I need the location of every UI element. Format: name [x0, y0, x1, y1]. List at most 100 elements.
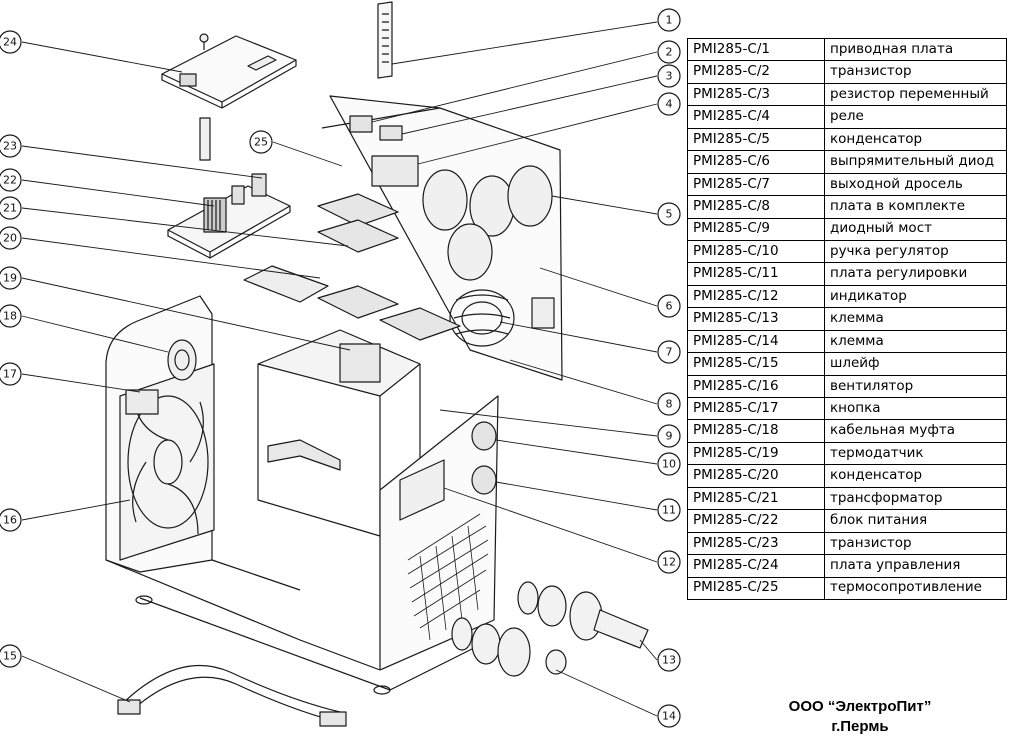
- part-name-cell: кнопка: [824, 396, 1007, 421]
- transformer-block-part: [257, 329, 421, 537]
- callout-17: 17: [3, 368, 17, 381]
- callout-15: 15: [3, 650, 17, 663]
- part-name-cell: диодный мост: [824, 217, 1007, 241]
- part-code-cell: PMI285-C/23: [687, 531, 825, 556]
- part-code-cell: PMI285-C/22: [687, 509, 825, 533]
- part-code-cell: PMI285-C/7: [687, 172, 825, 197]
- callout-21: 21: [3, 202, 17, 215]
- part-name-cell: термодатчик: [824, 441, 1007, 466]
- callout-2: 2: [666, 46, 673, 59]
- part-code-cell: PMI285-C/10: [687, 239, 825, 264]
- choke-coil: [449, 289, 515, 347]
- part-name-cell: индикатор: [824, 284, 1007, 309]
- cable-gland-part: [167, 339, 197, 381]
- part-code-cell: PMI285-C/6: [687, 150, 825, 174]
- callout-7: 7: [666, 346, 673, 359]
- part-code-cell: PMI285-C/15: [687, 352, 825, 376]
- part-name-cell: выходной дросель: [824, 172, 1007, 197]
- part-name-cell: вентилятор: [824, 374, 1007, 399]
- part-code-cell: PMI285-C/20: [687, 464, 825, 488]
- part-code-cell: PMI285-C/2: [687, 60, 825, 84]
- part-name-cell: трансформатор: [824, 486, 1007, 511]
- front-vent-grille: [407, 513, 489, 641]
- callout-20: 20: [3, 232, 17, 245]
- part-code-cell: PMI285-C/13: [687, 307, 825, 331]
- callout-3: 3: [666, 70, 673, 83]
- part-name-cell: термосопротивление: [824, 576, 1007, 600]
- callout-6: 6: [666, 300, 673, 313]
- control-board-part: [161, 33, 297, 109]
- indicator-part: [399, 459, 445, 521]
- leader-lines: [21, 21, 658, 717]
- part-name-cell: плата регулировки: [824, 262, 1007, 286]
- callout-5: 5: [666, 208, 673, 221]
- part-name-cell: плата управления: [824, 554, 1007, 578]
- part-code-cell: PMI285-C/17: [687, 396, 825, 421]
- part-name-cell: выпрямительный диод: [824, 150, 1007, 174]
- part-code-cell: PMI285-C/19: [687, 441, 825, 466]
- callout-25: 25: [254, 136, 268, 149]
- callout-9: 9: [666, 430, 673, 443]
- part-code-cell: PMI285-C/11: [687, 262, 825, 286]
- part-code-cell: PMI285-C/14: [687, 329, 825, 354]
- part-code-cell: PMI285-C/8: [687, 195, 825, 219]
- part-name-cell: кабельная муфта: [824, 419, 1007, 443]
- part-name-cell: транзистор: [824, 531, 1007, 556]
- company-city: г.Пермь: [831, 718, 889, 735]
- callout-23: 23: [3, 140, 17, 153]
- part-code-cell: PMI285-C/21: [687, 486, 825, 511]
- callout-11: 11: [662, 504, 676, 517]
- standoff-part: [199, 117, 211, 161]
- part-name-cell: конденсатор: [824, 464, 1007, 488]
- callout-14: 14: [662, 710, 676, 723]
- callout-18: 18: [3, 310, 17, 323]
- part-code-cell: PMI285-C/4: [687, 105, 825, 129]
- callout-13: 13: [662, 654, 676, 667]
- part-name-cell: шлейф: [824, 352, 1007, 376]
- part-code-cell: PMI285-C/16: [687, 374, 825, 399]
- part-code-cell: PMI285-C/9: [687, 217, 825, 241]
- callout-16: 16: [3, 514, 17, 527]
- company-block: ООО “ЭлектроПит” г.Пермь: [760, 697, 960, 737]
- callout-24: 24: [3, 36, 17, 49]
- company-name: ООО “ЭлектроПит”: [788, 698, 932, 715]
- part-name-cell: резистор переменный: [824, 82, 1007, 107]
- part-name-cell: реле: [824, 105, 1007, 129]
- callout-8: 8: [666, 398, 673, 411]
- callout-4: 4: [666, 98, 673, 111]
- part-code-cell: PMI285-C/25: [687, 576, 825, 600]
- callout-circles: [0, 8, 681, 728]
- part-code-cell: PMI285-C/3: [687, 82, 825, 107]
- regulator-knob-part: [471, 421, 497, 495]
- part-code-cell: PMI285-C/12: [687, 284, 825, 309]
- part-name-cell: блок питания: [824, 509, 1007, 533]
- ribbon-cable-part: [117, 664, 347, 727]
- drive-board-part: [377, 1, 393, 79]
- part-code-cell: PMI285-C/24: [687, 554, 825, 578]
- callout-10: 10: [662, 458, 676, 471]
- capacitor-cylinders: [422, 165, 553, 281]
- terminal-14-part: [451, 617, 567, 677]
- part-code-cell: PMI285-C/1: [687, 37, 825, 62]
- terminal-13-part: [517, 581, 649, 649]
- part-code-cell: PMI285-C/18: [687, 419, 825, 443]
